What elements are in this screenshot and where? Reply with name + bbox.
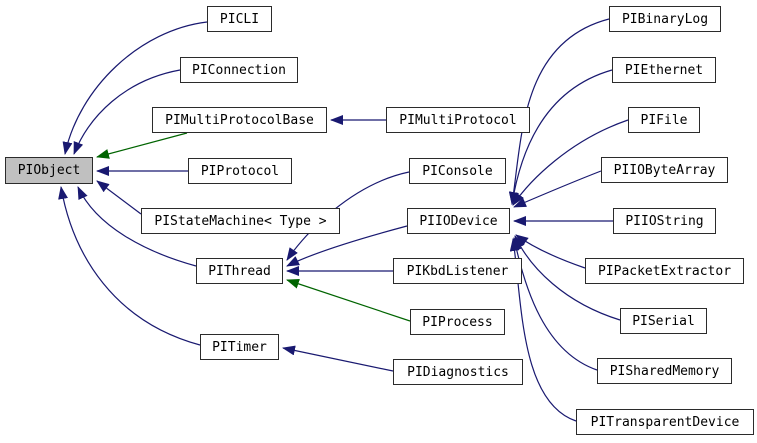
edge-pipacketextractor-piiodevice: [515, 234, 586, 269]
node-pikbdlistener[interactable]: PIKbdListener: [393, 258, 522, 284]
edge-piiobytearray-piiodevice: [513, 170, 602, 208]
edge-piiodevice-pithread: [286, 225, 408, 267]
edge-piconnection-piobject: [73, 69, 181, 155]
node-pithread[interactable]: PIThread: [196, 258, 283, 284]
edge-picli-piobject: [62, 21, 208, 155]
node-pistatemachine[interactable]: PIStateMachine< Type >: [141, 208, 340, 234]
node-pitransparentdevice[interactable]: PITransparentDevice: [576, 409, 754, 435]
node-piiobytearray[interactable]: PIIOByteArray: [601, 157, 728, 183]
edge-pitimer-piobject: [58, 186, 201, 346]
node-pimultiprotocolbase[interactable]: PIMultiProtocolBase: [152, 107, 327, 133]
node-pimultiprotocol[interactable]: PIMultiProtocol: [386, 107, 530, 133]
node-piprocess[interactable]: PIProcess: [410, 309, 505, 335]
node-picli[interactable]: PICLI: [207, 6, 272, 32]
node-pitimer[interactable]: PITimer: [200, 334, 279, 360]
edge-pibinarylog-piiodevice: [508, 18, 610, 205]
edge-pimultiprotocolbase-piobject: [96, 132, 188, 159]
node-piprotocol[interactable]: PIProtocol: [188, 158, 292, 184]
node-pidiagnostics[interactable]: PIDiagnostics: [393, 359, 523, 385]
node-piconsole[interactable]: PIConsole: [409, 158, 506, 184]
node-piiostring[interactable]: PIIOString: [613, 208, 716, 234]
edge-pitransparentdevice-piiodevice: [509, 238, 577, 422]
edge-pidiagnostics-pitimer: [282, 345, 394, 372]
node-pipacketextractor[interactable]: PIPacketExtractor: [585, 258, 744, 284]
node-pisharedmemory[interactable]: PISharedMemory: [597, 358, 732, 384]
edge-pifile-piiodevice: [512, 119, 629, 206]
node-piiodevice[interactable]: PIIODevice: [407, 208, 510, 234]
node-pibinarylog[interactable]: PIBinaryLog: [609, 6, 721, 32]
edge-pithread-piobject: [77, 186, 197, 267]
node-piobject: PIObject: [5, 157, 93, 184]
node-piethernet[interactable]: PIEthernet: [612, 57, 716, 83]
edge-piethernet-piiodevice: [509, 69, 613, 205]
node-piconnection[interactable]: PIConnection: [180, 57, 298, 83]
edge-pistatemachine-piobject: [96, 180, 142, 215]
node-pifile[interactable]: PIFile: [628, 107, 700, 133]
edge-pisharedmemory-piiodevice: [511, 237, 598, 371]
node-piserial[interactable]: PISerial: [620, 308, 707, 334]
edge-piprocess-pithread: [286, 279, 411, 322]
